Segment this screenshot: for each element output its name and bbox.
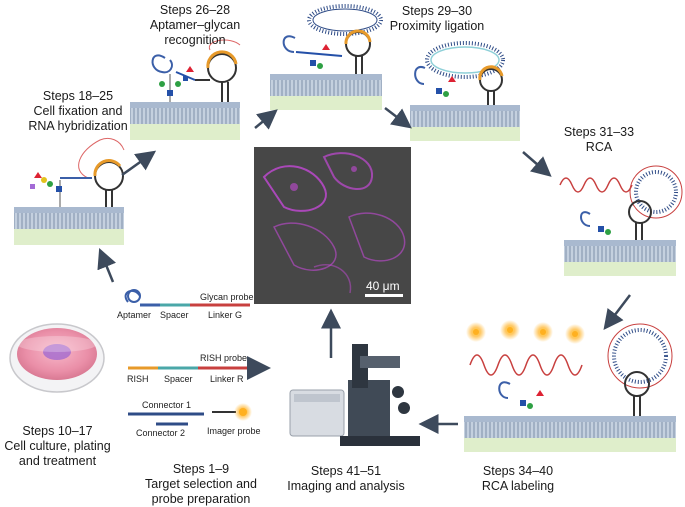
label-linker-r: Linker R [210,374,244,384]
label-aptamer: Aptamer [117,310,152,320]
label-linker-g: Linker G [208,310,243,320]
label-rish-probe: RISH probe [200,353,248,363]
glycan-icon-step26 [159,66,194,102]
aptamer-construct-step29 [282,29,372,74]
scale-bar-label: 40 μm [366,279,400,293]
label-spacer-g: Spacer [160,310,189,320]
aptamer-construct-step29b [414,65,504,105]
scale-bar [365,294,403,297]
membrane-panel-step18 [14,207,124,245]
label-connector-1: Connector 1 [142,400,192,410]
rish-hairpin-step18 [60,137,125,207]
flow-arrows [97,107,631,434]
membrane-panel-step31 [564,240,676,276]
rca-product-step31 [559,165,683,240]
label-spacer-r: Spacer [164,374,193,384]
aptamer-construct-step26 [151,39,241,102]
label-glycan-probe: Glycan probe [200,292,254,302]
connector-diagram [128,403,252,426]
rca-labeling-step34 [466,320,673,416]
membrane-panel-step29 [270,74,382,110]
petri-dish-icon [9,323,105,393]
padlock-circle-step29b [425,41,505,79]
membrane-panel-step34 [464,416,676,452]
microscope-icon [289,344,420,446]
membrane-panel-step26 [130,102,240,140]
glycan-probe-diagram [124,289,250,307]
label-imager-probe: Imager probe [207,426,261,436]
glycan-icon-step18 [30,172,62,207]
membrane-panel-step29b [410,105,520,141]
fluorescence-micrograph: 40 μm [254,147,411,304]
label-connector-2: Connector 2 [136,428,186,438]
label-rish: RISH [127,374,149,384]
padlock-circle-step29 [307,4,383,36]
